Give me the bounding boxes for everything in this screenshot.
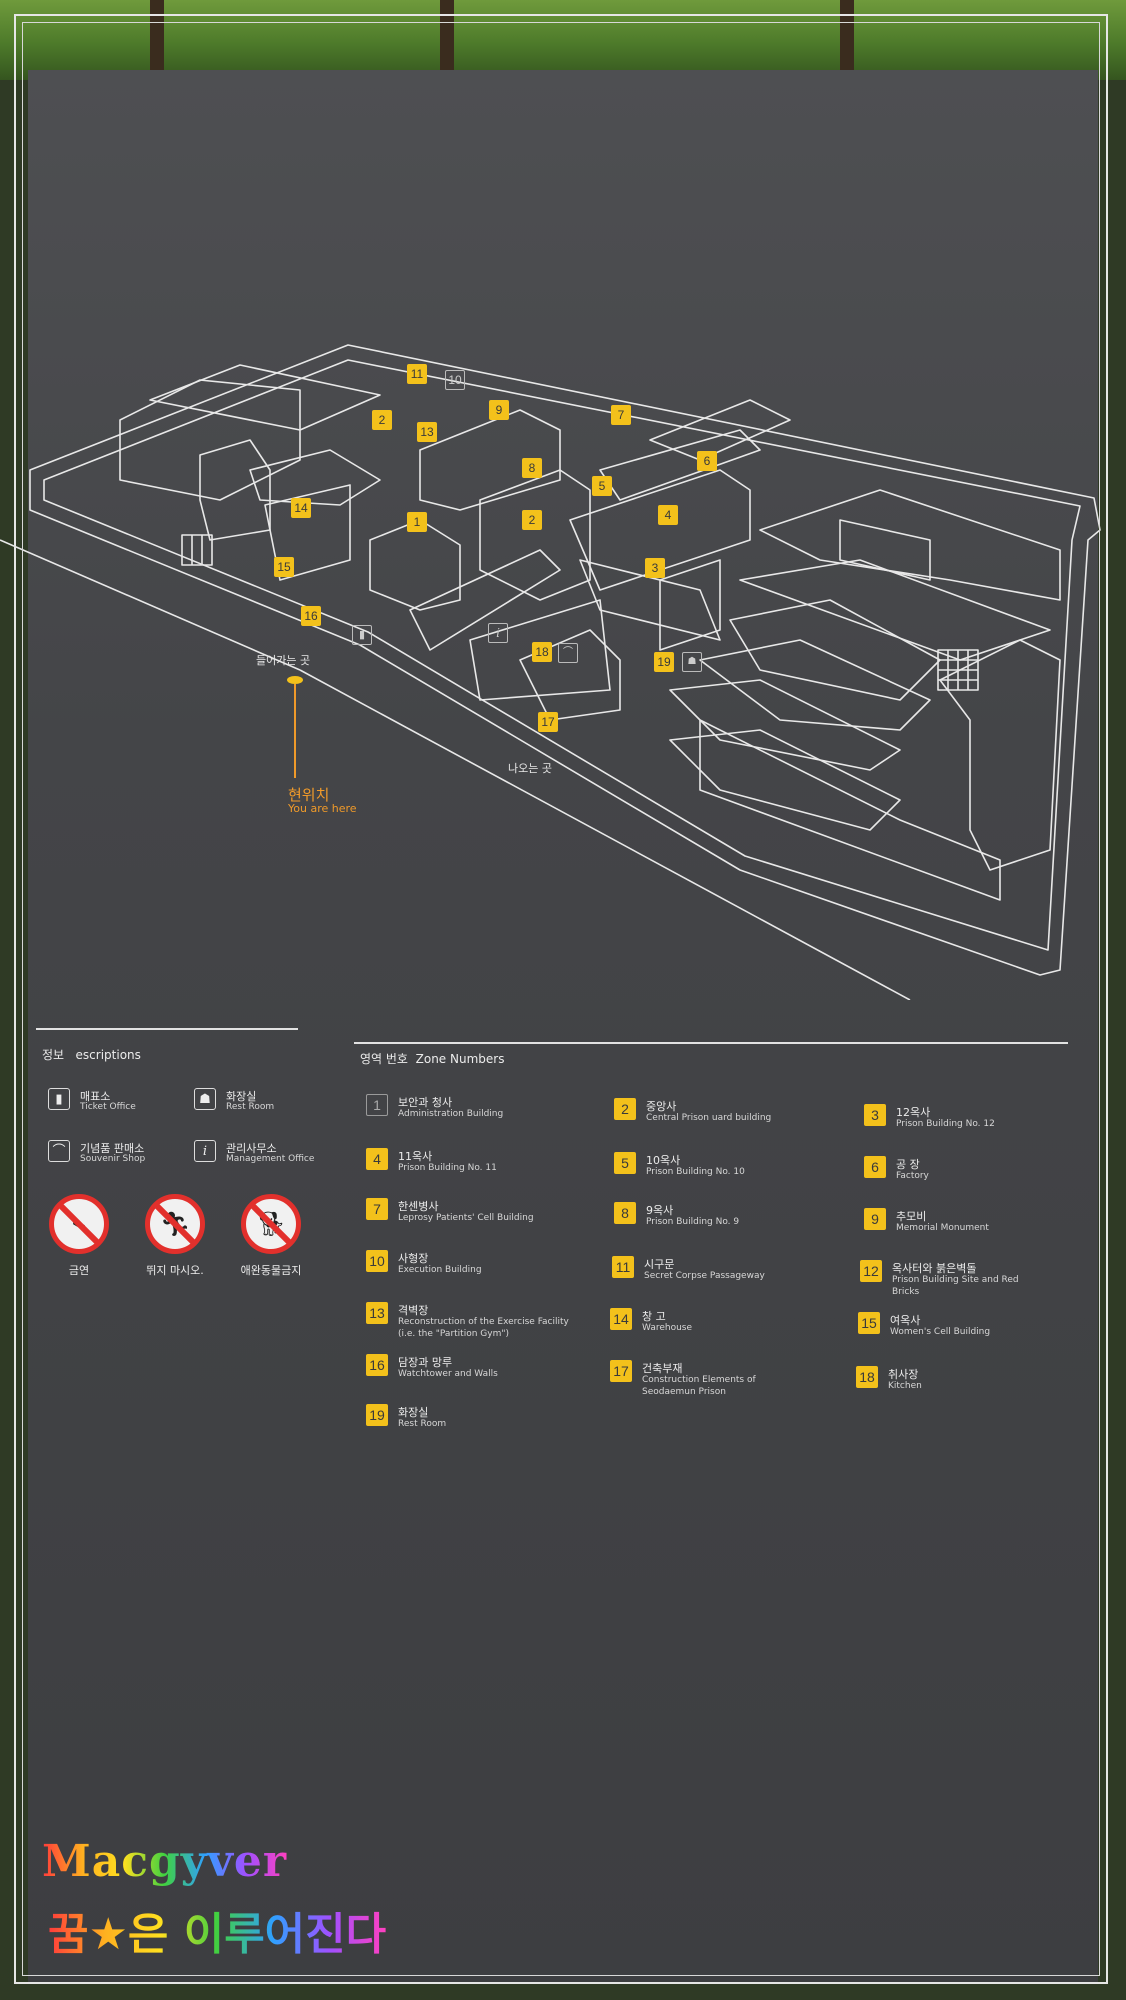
building xyxy=(569,469,751,591)
approach-road xyxy=(299,669,911,1000)
building xyxy=(759,489,1061,601)
perimeter-wall-inner xyxy=(43,359,1081,951)
building xyxy=(739,559,1051,661)
building xyxy=(659,559,721,651)
building xyxy=(469,599,611,701)
exit-label: 나오는 곳 xyxy=(508,762,552,775)
map-marker-4[interactable]: 4 xyxy=(658,505,678,525)
restroom-icon: ☗ xyxy=(194,1088,216,1110)
tree-background xyxy=(0,0,1126,80)
map-marker-19[interactable]: 19 xyxy=(654,652,674,672)
map-marker-2b[interactable]: 2 xyxy=(522,510,542,530)
map-marker-6[interactable]: 6 xyxy=(697,451,717,471)
info-icon[interactable]: i xyxy=(488,623,508,643)
map-marker-2[interactable]: 2 xyxy=(372,410,392,430)
descriptions-divider xyxy=(36,1028,298,1030)
you-are-here-label-ko: 현위치 xyxy=(288,786,330,804)
building xyxy=(479,469,591,601)
building xyxy=(669,679,901,771)
map-marker-3[interactable]: 3 xyxy=(645,558,665,578)
map-marker-7[interactable]: 7 xyxy=(611,405,631,425)
souvenir-icon[interactable]: ⌒ xyxy=(558,643,578,663)
map-marker-11[interactable]: 11 xyxy=(407,364,427,384)
perimeter-wall xyxy=(29,344,1101,976)
building xyxy=(419,409,561,511)
building xyxy=(369,519,461,611)
zones-title: 영역 번호 Zone Numbers xyxy=(360,1052,505,1066)
map-marker-1[interactable]: 1 xyxy=(407,512,427,532)
building xyxy=(699,719,1001,901)
grid-structure xyxy=(181,534,213,566)
zones-divider xyxy=(354,1042,1068,1044)
building xyxy=(519,629,621,721)
building xyxy=(599,429,761,501)
you-are-here-pointer xyxy=(294,684,296,778)
map-marker-10[interactable]: 10 xyxy=(445,370,465,390)
building xyxy=(939,639,1061,871)
no-smoking-label: 금연 xyxy=(68,1264,90,1277)
tree-trunk xyxy=(840,0,854,80)
tree-trunk xyxy=(440,0,454,80)
no-running-icon: 🏃︎ xyxy=(145,1194,205,1254)
watermark-subtitle: 꿈★은 이루어진다 xyxy=(48,1898,386,1962)
map-marker-15[interactable]: 15 xyxy=(274,557,294,577)
approach-road xyxy=(0,539,301,671)
building xyxy=(199,439,271,541)
you-are-here-marker xyxy=(287,676,303,684)
no-pets-icon: 🐕︎ xyxy=(241,1194,301,1254)
building xyxy=(839,519,931,581)
building xyxy=(409,549,561,651)
info-icon: i xyxy=(194,1140,216,1162)
restroom-icon[interactable]: ▮ xyxy=(352,625,372,645)
you-are-here-label-en: You are here xyxy=(288,802,357,815)
restroom-icon[interactable]: ☗ xyxy=(682,652,702,672)
building xyxy=(149,364,381,431)
tree-trunk xyxy=(150,0,164,80)
map-marker-18[interactable]: 18 xyxy=(532,642,552,662)
map-marker-13[interactable]: 13 xyxy=(417,422,437,442)
map-marker-17[interactable]: 17 xyxy=(538,712,558,732)
building xyxy=(649,399,791,461)
map-marker-16[interactable]: 16 xyxy=(301,606,321,626)
building xyxy=(699,639,931,731)
no-smoking-icon: ⌁ xyxy=(49,1194,109,1254)
map-marker-8[interactable]: 8 xyxy=(522,458,542,478)
watermark-title: Macgyver xyxy=(42,1836,288,1887)
building xyxy=(729,599,941,701)
map-marker-5[interactable]: 5 xyxy=(592,476,612,496)
no-running-label: 뛰지 마시오. xyxy=(146,1264,204,1277)
prison-map-drawing xyxy=(0,344,1101,1000)
building xyxy=(249,449,381,506)
building xyxy=(264,484,351,581)
grid-structure xyxy=(937,649,979,691)
map-marker-9[interactable]: 9 xyxy=(489,400,509,420)
map-marker-14[interactable]: 14 xyxy=(291,498,311,518)
souvenir-icon: ⌒ xyxy=(48,1140,70,1162)
no-pets-label: 애완동물금지 xyxy=(240,1264,302,1277)
entrance-label: 들어가는 곳 xyxy=(256,654,311,667)
descriptions-title: 정보 escriptions xyxy=(42,1048,141,1062)
ticket-icon: ▮ xyxy=(48,1088,70,1110)
building xyxy=(669,729,901,831)
